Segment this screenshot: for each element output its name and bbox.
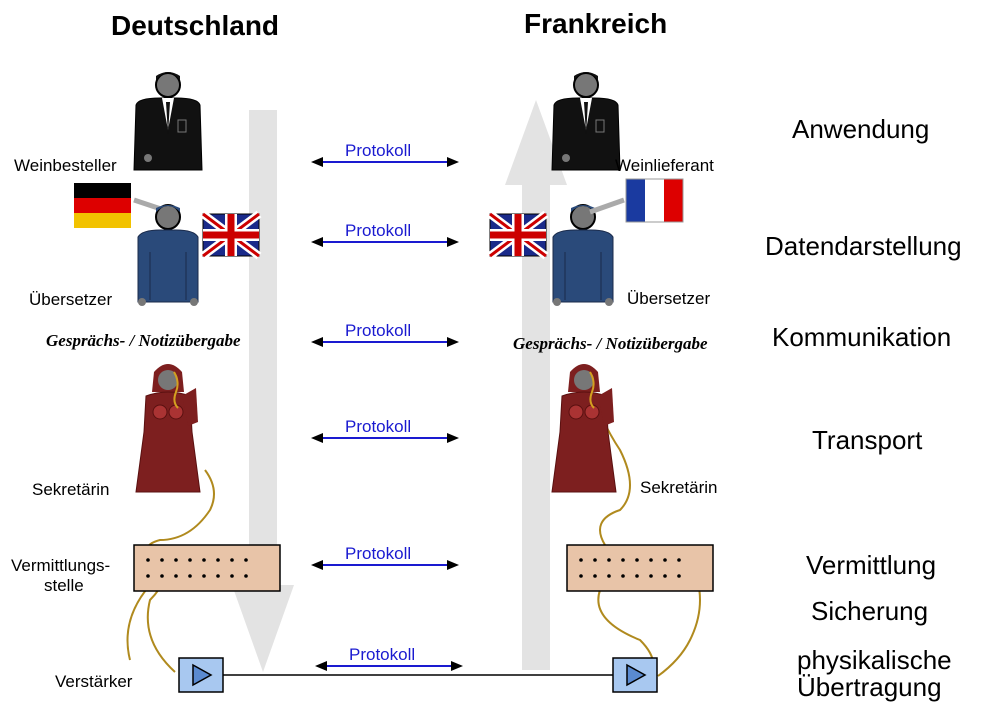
- header-deutschland: Deutschland: [111, 10, 280, 41]
- weinbesteller-figure: [133, 71, 203, 171]
- layer-vermittlung: Vermittlung: [806, 550, 937, 580]
- label-weinlieferant: Weinlieferant: [615, 156, 714, 175]
- protocol-label-3: Protokoll: [345, 321, 412, 340]
- uk-flag-left: [203, 214, 259, 256]
- uebersetzer-left-figure: [137, 204, 199, 307]
- label-sekretaerin-right: Sekretärin: [640, 478, 718, 497]
- protocol-label-5: Protokoll: [345, 544, 412, 563]
- amplifier-right: [612, 657, 658, 693]
- label-uebersetzer-left: Übersetzer: [29, 290, 113, 309]
- label-stelle: stelle: [44, 576, 84, 595]
- german-flag: [74, 183, 131, 198]
- label-vermittlungs: Vermittlungs-: [11, 556, 111, 575]
- layer-datendarstellung: Datendarstellung: [765, 231, 962, 261]
- amplifier-left: [178, 657, 224, 693]
- protocol-label-6: Protokoll: [349, 645, 416, 664]
- protocol-arrowheads: [311, 157, 463, 671]
- uebersetzer-right-figure: [552, 204, 614, 307]
- protocol-label-1: Protokoll: [345, 141, 412, 160]
- cables: [126, 384, 701, 677]
- protocol-arrows: [316, 161, 458, 667]
- layer-sicherung: Sicherung: [811, 596, 929, 626]
- french-flag: [626, 179, 645, 222]
- layer-transport: Transport: [812, 425, 923, 455]
- protocol-label-2: Protokoll: [345, 221, 412, 240]
- sekretaerin-right-figure: [551, 363, 617, 493]
- label-gespraech-left: Gesprächs- / Notizübergabe: [46, 331, 241, 350]
- sekretaerin-left-figure: [135, 363, 201, 493]
- layer-physikalische: physikalische: [797, 645, 952, 675]
- layer-kommunikation: Kommunikation: [772, 322, 952, 352]
- layer-anwendung: Anwendung: [792, 114, 930, 144]
- header-frankreich: Frankreich: [524, 8, 668, 39]
- down-flow-arrow: [232, 110, 294, 672]
- protocol-label-4: Protokoll: [345, 417, 412, 436]
- weinlieferant-figure: [551, 71, 621, 171]
- label-verstaerker: Verstärker: [55, 672, 133, 691]
- label-sekretaerin-left: Sekretärin: [32, 480, 110, 499]
- switchboard-left: [133, 544, 281, 592]
- label-weinbesteller: Weinbesteller: [14, 156, 117, 175]
- label-gespraech-right: Gesprächs- / Notizübergabe: [513, 334, 708, 353]
- layer-uebertragung: Übertragung: [797, 672, 942, 702]
- uk-flag-right: [490, 214, 546, 256]
- up-flow-arrow: [505, 100, 567, 670]
- label-uebersetzer-right: Übersetzer: [627, 289, 711, 308]
- switchboard-right: [566, 544, 714, 592]
